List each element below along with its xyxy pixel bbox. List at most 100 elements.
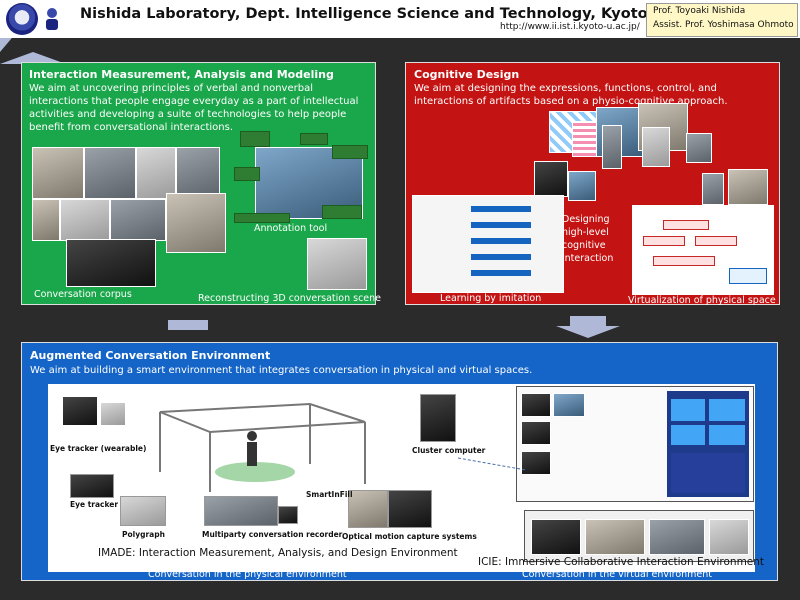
annotation-note	[332, 145, 368, 159]
icie-component-list	[667, 391, 749, 497]
physical-caption: Conversation in the physical environment	[148, 569, 347, 580]
corpus-photo	[32, 199, 60, 241]
optical-capture-photo	[348, 490, 388, 528]
multiparty-recorder-photo	[278, 506, 298, 524]
optical-capture-photo	[388, 490, 432, 528]
annotation-note	[322, 205, 362, 219]
polygraph-label: Polygraph	[122, 530, 165, 539]
assistant-professor-name: Assist. Prof. Yoshimasa Ohmoto	[653, 20, 794, 30]
multiparty-label: Multiparty conversation recorder	[202, 530, 343, 539]
annotation-tool-screenshot	[255, 147, 363, 219]
cognitive-panel: Cognitive Design We aim at designing the…	[405, 62, 780, 306]
augmented-description: We aim at building a smart environment t…	[30, 365, 533, 376]
icie-component-block	[709, 399, 745, 421]
annotation-note	[234, 167, 260, 181]
virtual-space-construction	[524, 510, 754, 562]
designing-caption: Designing high-level cognitive interacti…	[562, 214, 614, 264]
corpus-caption: Conversation corpus	[34, 289, 132, 300]
cluster-label: Cluster computer	[412, 446, 486, 455]
diagram-block	[653, 256, 715, 266]
lab-logo	[46, 8, 58, 30]
cognitive-figure	[702, 173, 724, 205]
professor-box: Prof. Toyoaki Nishida Assist. Prof. Yosh…	[646, 3, 798, 37]
diagram-block	[471, 270, 531, 276]
virtual-caption: Conversation in the virtual environment	[522, 569, 713, 580]
corpus-photo	[176, 147, 220, 199]
smartinfill-label: SmartInFill	[306, 490, 353, 499]
cognitive-figure	[728, 169, 768, 205]
annotation-tool-caption: Annotation tool	[254, 223, 328, 234]
icie-component-block	[671, 425, 705, 445]
cognitive-figure	[642, 127, 670, 167]
virtual-space-photo	[531, 519, 581, 555]
eye-tracker-wearable-photo	[100, 402, 126, 426]
corpus-photo	[136, 147, 176, 199]
annotation-note	[300, 133, 328, 145]
diagram-block	[471, 238, 531, 244]
icie-component-block	[709, 425, 745, 445]
cognitive-figure	[602, 125, 622, 169]
corpus-photo	[110, 199, 166, 241]
cognitive-figure	[568, 171, 596, 201]
arrow-up-icon	[0, 52, 66, 64]
learning-caption: Learning by imitation	[440, 293, 542, 304]
icie-component-block	[671, 399, 705, 421]
diagram-block	[729, 268, 767, 284]
eye-tracker-wearable-photo	[62, 396, 98, 426]
corpus-photo	[66, 239, 156, 287]
arrow-up-shaft	[168, 320, 208, 330]
cognitive-figure	[534, 161, 568, 197]
corpus-photo	[84, 147, 136, 199]
professor-name: Prof. Toyoaki Nishida	[653, 6, 746, 16]
cluster-computer-photo	[420, 394, 456, 442]
corpus-photo	[166, 193, 226, 253]
virtual-space-photo	[709, 519, 749, 555]
imade-label: IMADE: Interaction Measurement, Analysis…	[98, 547, 458, 559]
imade-room-frame	[159, 402, 366, 492]
corpus-photo	[32, 147, 84, 199]
cognitive-figure	[686, 133, 712, 163]
icie-label: ICIE: Immersive Collaborative Interactio…	[478, 556, 765, 568]
icie-photo	[521, 421, 551, 445]
university-logo	[6, 3, 38, 35]
cognitive-description: We aim at designing the expressions, fun…	[414, 83, 728, 107]
learning-diagram	[412, 195, 564, 293]
diagram-block	[471, 222, 531, 228]
icie-photo	[521, 451, 551, 475]
diagram-block	[471, 254, 531, 260]
interaction-panel: Interaction Measurement, Analysis and Mo…	[21, 62, 381, 305]
annotation-note	[234, 213, 290, 223]
virtual-space-photo	[585, 519, 645, 555]
icie-photo	[553, 393, 585, 417]
arrow-down-shaft	[570, 316, 606, 326]
corpus-photo	[60, 199, 110, 241]
cognitive-title: Cognitive Design	[414, 68, 520, 81]
eye-tracker-label: Eye tracker	[70, 500, 119, 509]
annotation-note	[240, 131, 270, 147]
multiparty-recorder-photo	[204, 496, 278, 526]
3d-scene-caption: Reconstructing 3D conversation scene	[198, 293, 382, 304]
diagram-block	[663, 220, 709, 230]
eye-tracker-wearable-label: Eye tracker (wearable)	[50, 444, 147, 453]
diagram-block	[471, 206, 531, 212]
augmented-title: Augmented Conversation Environment	[30, 349, 271, 362]
icie-system-diagram	[516, 386, 754, 502]
eye-tracker-photo	[70, 474, 114, 498]
interaction-title: Interaction Measurement, Analysis and Mo…	[29, 68, 334, 81]
icie-photo	[521, 393, 551, 417]
diagram-block	[695, 236, 737, 246]
lab-url[interactable]: http://www.ii.ist.i.kyoto-u.ac.jp/	[500, 22, 640, 32]
optical-label: Optical motion capture systems	[342, 532, 477, 541]
connection-line	[458, 457, 527, 471]
arrow-down-icon	[556, 326, 620, 338]
virtual-space-photo	[649, 519, 705, 555]
virtualization-diagram	[632, 205, 774, 295]
virtualization-caption: Virtualization of physical space	[628, 295, 776, 306]
header-bar: Nishida Laboratory, Dept. Intelligence S…	[0, 0, 800, 38]
environment-figure: Eye tracker (wearable) Eye tracker Polyg…	[48, 384, 764, 572]
icie-hand-images	[671, 453, 745, 493]
diagram-block	[643, 236, 685, 246]
polygraph-photo	[120, 496, 166, 526]
3d-scene-photo	[307, 238, 367, 290]
lab-title: Nishida Laboratory, Dept. Intelligence S…	[80, 6, 737, 22]
